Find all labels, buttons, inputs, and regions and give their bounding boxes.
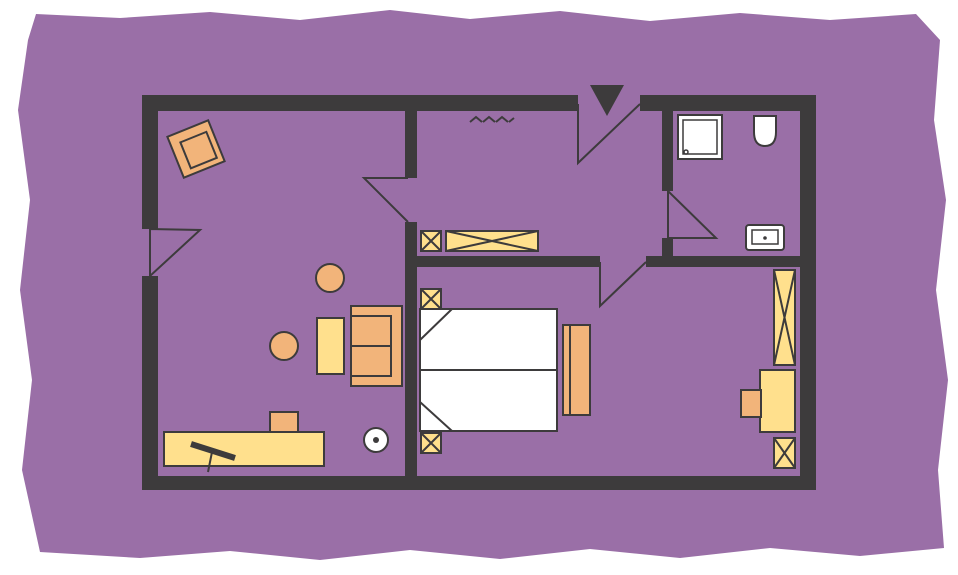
- wall-bottom: [142, 476, 816, 490]
- living-hall-door-swing: [361, 177, 409, 223]
- hall-wardrobe: [420, 230, 539, 252]
- sofa: [350, 305, 403, 387]
- wall-left-upper: [142, 95, 158, 229]
- bench: [562, 324, 591, 416]
- bathroom-door-swing: [667, 188, 719, 239]
- bedroom-chair: [740, 389, 762, 418]
- wall-partition-lower: [405, 222, 417, 482]
- bathroom-fixtures: [677, 114, 785, 251]
- lamp-icon: [363, 427, 389, 453]
- wall-bedroom-top-left: [405, 256, 600, 267]
- walls: [142, 95, 816, 490]
- round-stool-1: [315, 263, 345, 293]
- desk: [163, 431, 325, 467]
- balcony-door-swing: [149, 227, 203, 279]
- armchair-icon: [166, 119, 226, 179]
- coffee-table: [316, 317, 345, 375]
- wall-top-right: [640, 95, 816, 111]
- wall-left-lower: [142, 276, 158, 490]
- wall-bath-partition-lower: [662, 238, 673, 266]
- dresser-box: [773, 437, 796, 469]
- entrance-door-swing: [577, 103, 641, 166]
- wall-partition-upper: [405, 103, 417, 178]
- hall-bedroom-door-swing: [599, 261, 647, 309]
- doors: [149, 103, 719, 309]
- bedside-box-bottom: [420, 432, 442, 454]
- toilet-icon: [753, 115, 777, 148]
- double-bed-icon: [419, 308, 558, 432]
- living-room-furniture: [163, 119, 403, 473]
- entrance-triangle-icon: [590, 85, 624, 116]
- hanger-icon: [469, 115, 515, 123]
- wall-right: [800, 95, 816, 490]
- wall-bedroom-top-right: [646, 256, 808, 267]
- bedside-box-top: [420, 288, 442, 310]
- round-stool-2: [269, 331, 299, 361]
- wall-top-left: [142, 95, 578, 111]
- bedroom-desk: [759, 369, 796, 433]
- desk-stool: [269, 411, 299, 433]
- bedroom-furniture: [419, 269, 796, 469]
- office-chair-icon: [190, 441, 236, 473]
- bedroom-wardrobe: [773, 269, 796, 366]
- wall-bath-partition-upper: [662, 103, 673, 191]
